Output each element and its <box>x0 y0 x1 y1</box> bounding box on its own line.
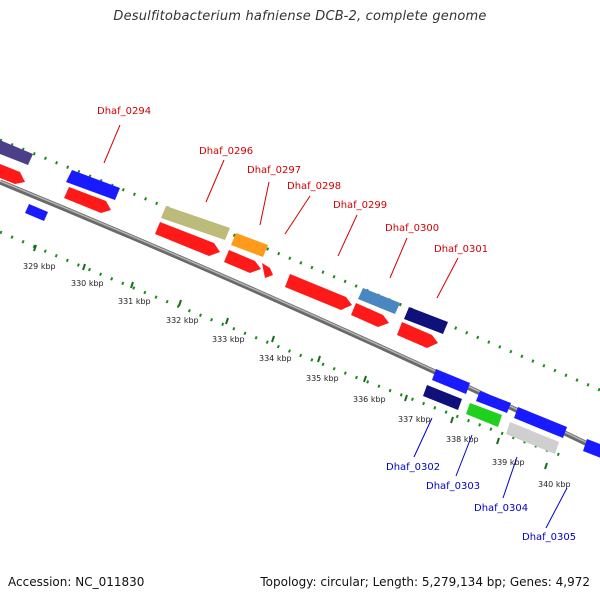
tick-mark <box>225 317 229 325</box>
gene-purple-edge <box>0 140 33 165</box>
gene-dhaf-0300[interactable] <box>358 288 400 314</box>
tick-label: 340 kbp <box>538 480 571 489</box>
gene-red-3 <box>155 222 220 256</box>
tick-mark <box>178 299 182 307</box>
tick-label: 337 kbp <box>398 415 431 424</box>
tick-marks <box>33 244 548 470</box>
genes-red <box>0 164 438 348</box>
gene-label-dhaf-0296[interactable]: Dhaf_0296 <box>199 146 253 157</box>
accession-label: Accession: NC_011830 <box>8 575 145 589</box>
tick-labels: 329 kbp 330 kbp 331 kbp 332 kbp 333 kbp … <box>23 262 571 489</box>
gene-dhaf-0296[interactable] <box>161 206 230 240</box>
tick-label: 330 kbp <box>71 279 104 288</box>
leader-line <box>413 417 433 458</box>
gene-dhaf-0298[interactable] <box>285 274 352 310</box>
label-leaders-top <box>103 124 459 299</box>
tick-mark <box>544 462 548 470</box>
leader-line <box>103 124 121 164</box>
tick-mark <box>496 437 500 445</box>
gene-red-1 <box>0 164 25 184</box>
leader-line <box>502 456 518 499</box>
gene-blue-a <box>432 369 470 394</box>
label-leaders-bottom <box>413 417 568 529</box>
gene-red-6 <box>397 322 438 348</box>
gene-dhaf-0301[interactable] <box>404 307 448 334</box>
tick-mark <box>450 416 454 424</box>
gene-dhaf-0302[interactable] <box>423 385 462 410</box>
tick-label: 331 kbp <box>118 297 151 306</box>
tick-mark <box>317 355 321 363</box>
tick-mark <box>82 263 86 271</box>
gene-label-dhaf-0303[interactable]: Dhaf_0303 <box>426 481 480 492</box>
tick-mark <box>33 244 37 252</box>
tick-mark <box>130 281 134 289</box>
gene-labels-top: Dhaf_0294 Dhaf_0296 Dhaf_0297 Dhaf_0298 … <box>97 106 488 255</box>
tick-label: 333 kbp <box>212 335 245 344</box>
tick-label: 329 kbp <box>23 262 56 271</box>
leader-line <box>436 257 459 299</box>
gene-labels-bottom: Dhaf_0302 Dhaf_0303 Dhaf_0304 Dhaf_0305 <box>386 462 576 543</box>
gene-dhaf-0297[interactable] <box>231 233 268 257</box>
gene-label-dhaf-0299[interactable]: Dhaf_0299 <box>333 200 387 211</box>
gene-blue-small <box>25 204 48 221</box>
gene-red-4 <box>224 250 261 273</box>
leader-line <box>205 159 225 203</box>
gene-dhaf-0303[interactable] <box>466 403 502 427</box>
tick-mark <box>404 394 408 402</box>
tick-label: 336 kbp <box>353 395 386 404</box>
genes-reverse <box>25 204 600 458</box>
gene-label-dhaf-0302[interactable]: Dhaf_0302 <box>386 462 440 473</box>
map-title: Desulfitobacterium hafniense DCB-2, comp… <box>113 9 487 24</box>
tick-mark <box>271 335 275 343</box>
genome-backbone-highlight <box>0 180 600 450</box>
gene-dhaf-0294[interactable] <box>66 170 120 200</box>
leader-line <box>337 214 358 257</box>
gene-dhaf-0305[interactable] <box>583 439 600 458</box>
gc-track-outer <box>0 138 600 392</box>
gene-dhaf-0299[interactable] <box>351 303 389 327</box>
tick-label: 332 kbp <box>166 316 199 325</box>
leader-line <box>455 434 473 477</box>
gene-label-dhaf-0300[interactable]: Dhaf_0300 <box>385 223 439 234</box>
gene-label-dhaf-0298[interactable]: Dhaf_0298 <box>287 181 341 192</box>
leader-line <box>545 487 568 529</box>
gene-blue-b <box>476 391 511 413</box>
gene-red-2 <box>64 187 111 213</box>
gene-label-dhaf-0294[interactable]: Dhaf_0294 <box>97 106 151 117</box>
tick-label: 339 kbp <box>492 458 525 467</box>
tick-label: 334 kbp <box>259 354 292 363</box>
tick-label: 338 kbp <box>446 435 479 444</box>
leader-line <box>284 195 311 235</box>
genome-backbone <box>0 179 600 453</box>
genome-stats-label: Topology: circular; Length: 5,279,134 bp… <box>260 575 590 589</box>
tick-label: 335 kbp <box>306 374 339 383</box>
gene-red-5 <box>262 263 273 278</box>
gene-label-dhaf-0304[interactable]: Dhaf_0304 <box>474 503 528 514</box>
leader-line <box>259 181 270 226</box>
gene-label-dhaf-0301[interactable]: Dhaf_0301 <box>434 244 488 255</box>
gene-label-dhaf-0297[interactable]: Dhaf_0297 <box>247 165 301 176</box>
tick-mark <box>363 375 367 383</box>
genes-forward <box>0 140 448 334</box>
gene-blue-c <box>514 407 567 438</box>
gene-dhaf-0304[interactable] <box>506 422 559 454</box>
leader-line <box>389 237 408 279</box>
gene-label-dhaf-0305[interactable]: Dhaf_0305 <box>522 532 576 543</box>
